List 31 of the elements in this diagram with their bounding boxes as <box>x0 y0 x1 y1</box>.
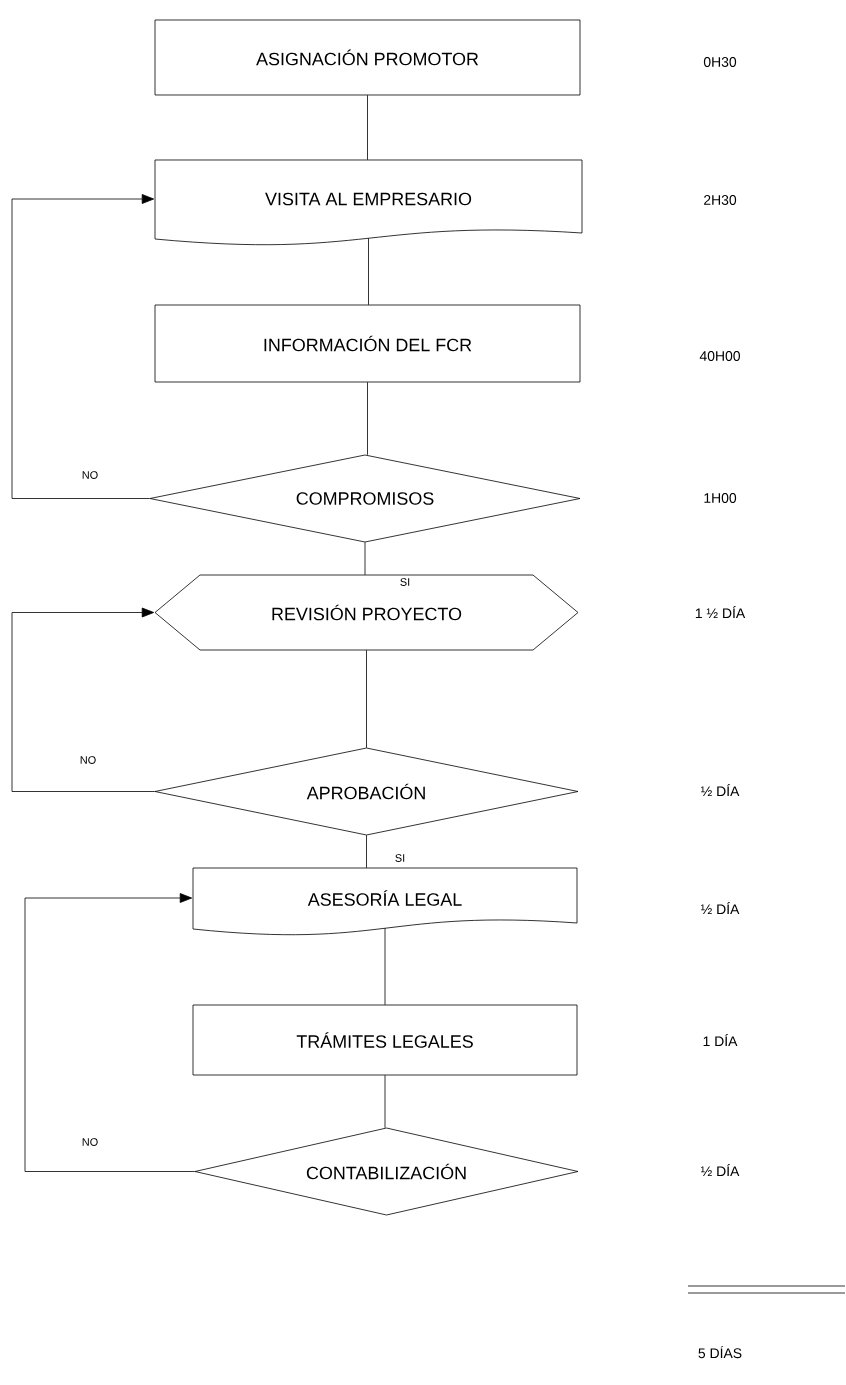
duration-label: 1H00 <box>704 493 737 503</box>
edge-label: NO <box>78 755 98 765</box>
connector <box>366 834 367 869</box>
duration-label: 2H30 <box>704 195 737 205</box>
edge-label: SI <box>393 853 407 863</box>
document-box: ASESORÍA LEGAL <box>192 867 578 935</box>
connector <box>11 194 155 499</box>
edge-label: NO <box>80 1137 100 1147</box>
connector <box>384 927 386 1006</box>
connector <box>11 607 156 792</box>
connector <box>24 893 196 1172</box>
document-box: VISITA AL EMPRESARIO <box>154 159 583 245</box>
duration-label: ½ DÍA <box>701 1163 740 1177</box>
edge-label: SI <box>398 577 412 587</box>
process-box: TRÁMITES LEGALES <box>192 1004 578 1076</box>
connector <box>367 94 368 161</box>
connector <box>364 541 366 576</box>
connector <box>368 237 369 306</box>
connector <box>367 381 368 456</box>
duration-label: 40H00 <box>699 351 740 361</box>
edge-label: NO <box>80 470 100 480</box>
duration-label: 1 ½ DÍA <box>695 605 746 619</box>
total-label: 5 DÍAS <box>698 1345 742 1359</box>
process-box: INFORMACIÓN DEL FCR <box>154 304 581 383</box>
duration-label: ½ DÍA <box>701 901 740 915</box>
connector <box>384 1074 386 1129</box>
process-box: ASIGNACIÓN PROMOTOR <box>154 19 581 96</box>
connector <box>366 649 367 749</box>
duration-label: ½ DÍA <box>701 783 740 797</box>
duration-label: 0H30 <box>703 57 737 67</box>
duration-label: 1 DÍA <box>703 1033 738 1047</box>
